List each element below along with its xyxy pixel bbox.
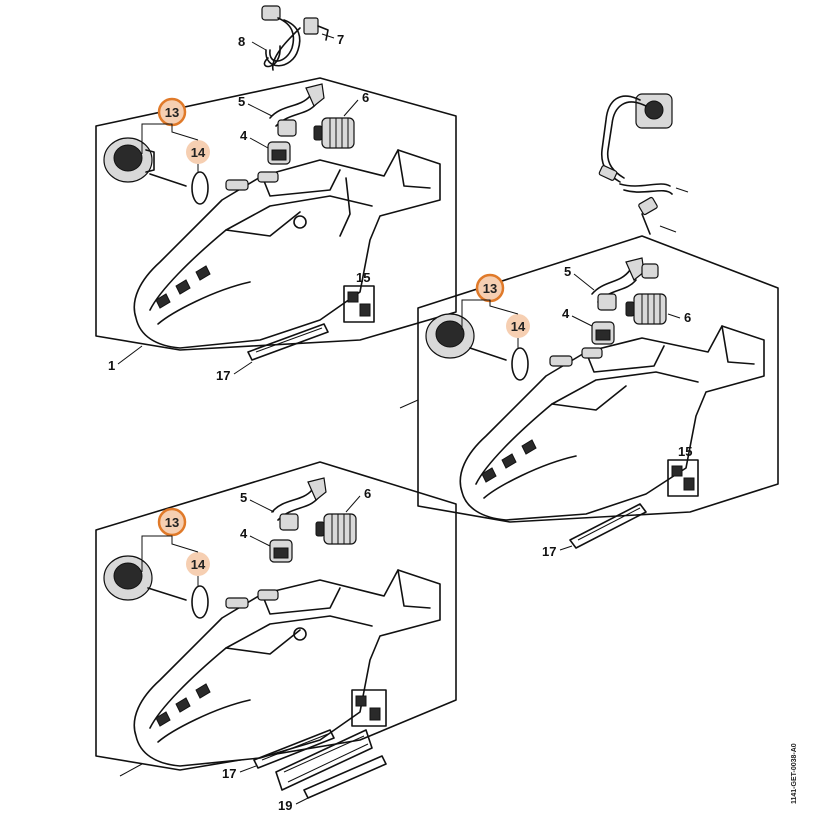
panel-3-strips	[253, 729, 387, 799]
panel-1-parts-5-4-6	[267, 83, 355, 165]
panel-3-fuel-filter	[315, 513, 357, 545]
panel-1-frame	[95, 77, 457, 351]
panel-2-parts-5-4-6	[591, 257, 667, 345]
panel-3-pump	[103, 555, 187, 601]
panel-1-housing	[133, 149, 441, 349]
panel-2-fuel-filter	[625, 293, 667, 325]
panel-1-label-13: 13	[165, 105, 179, 120]
panel-1-ring-14	[186, 140, 210, 164]
panel-2-decal	[667, 459, 699, 497]
panel-3: 13 14 5 6 4 17 19	[95, 461, 457, 813]
panel-1-label-4: 4	[240, 128, 248, 143]
panel-2-oring	[511, 347, 529, 381]
panel-3-label-5: 5	[240, 490, 247, 505]
tank-hose-assembly	[598, 93, 689, 235]
panel-1-strip	[247, 323, 329, 361]
panel-3-frame	[95, 461, 457, 771]
panel-3-label-19: 19	[278, 798, 292, 813]
panel-3-label-14: 14	[191, 557, 206, 572]
panel-2-frame	[417, 235, 779, 523]
panel-3-parts-5-4-6	[269, 477, 357, 563]
panel-1-label-5: 5	[238, 94, 245, 109]
panel-3-label-13: 13	[165, 515, 179, 530]
panel-1-decal	[343, 285, 375, 323]
panel-2-pump	[425, 313, 507, 361]
panel-2-label-4: 4	[562, 306, 570, 321]
panel-2-label-14: 14	[511, 319, 526, 334]
panel-1: 13 14 5 6 4 15 17 1	[95, 77, 457, 383]
panel-3-label-6: 6	[364, 486, 371, 501]
label-8: 8	[238, 34, 245, 49]
panel-2-ring-14	[506, 314, 530, 338]
panel-3-label-4: 4	[240, 526, 248, 541]
panel-2-label-6: 6	[684, 310, 691, 325]
panel-2-strip	[569, 503, 647, 549]
panel-1-oring	[191, 171, 209, 205]
panel-3-decal	[351, 689, 387, 727]
panel-3-oring	[191, 585, 209, 619]
fitting-part-7	[303, 17, 329, 41]
panel-1-fuel-filter	[313, 117, 355, 149]
panel-3-ring-13	[157, 507, 187, 537]
panel-3-ring-14	[186, 552, 210, 576]
panel-2-label-13: 13	[483, 281, 497, 296]
panel-2-label-5: 5	[564, 264, 571, 279]
panel-1-pump	[103, 137, 187, 187]
panel-1-label-14: 14	[191, 145, 206, 160]
panel-1-label-17: 17	[216, 368, 230, 383]
fuel-hose-part-8	[261, 5, 301, 71]
panel-2-label-17: 17	[542, 544, 556, 559]
label-7: 7	[337, 32, 344, 47]
panel-2: 13 14 5 6 4 15 17	[399, 235, 779, 559]
panel-2-label-15: 15	[678, 444, 692, 459]
panel-3-housing	[133, 569, 441, 767]
panel-3-label-17: 17	[222, 766, 236, 781]
panel-2-housing	[459, 325, 765, 521]
top-parts: 8 7	[238, 5, 344, 71]
panel-1-label-15: 15	[356, 270, 370, 285]
panel-1-label-1: 1	[108, 358, 115, 373]
panel-1-label-6: 6	[362, 90, 369, 105]
document-code: 1141-GET-0038-A0	[791, 743, 798, 804]
